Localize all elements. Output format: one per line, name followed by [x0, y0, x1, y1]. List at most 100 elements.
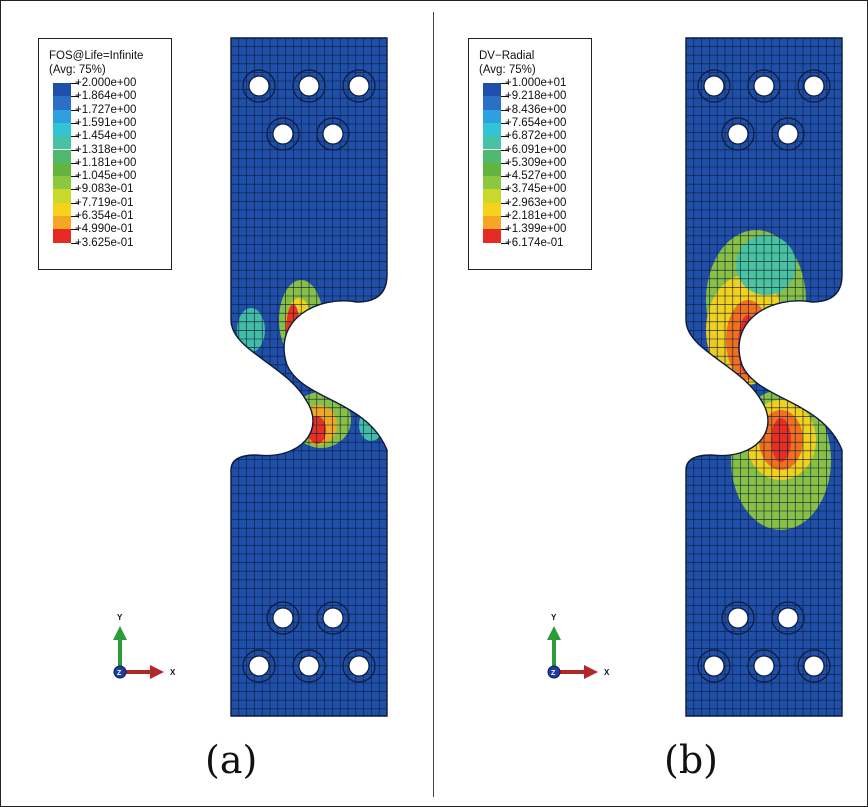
legend-tick-label: +9.083e-01	[75, 183, 134, 196]
legend-swatch	[53, 136, 71, 150]
legend-b: DV−Radial (Avg: 75%) +1.000e+01+9.218e+0…	[468, 38, 592, 270]
hole-ring	[266, 117, 300, 151]
mesh-body	[686, 38, 842, 716]
legend-tick-label: +1.864e+00	[75, 90, 137, 103]
legend-tick	[71, 136, 79, 138]
hole-ring	[771, 601, 805, 635]
legend-tick-label: +1.727e+00	[75, 103, 137, 116]
legend-tick	[501, 162, 509, 164]
legend-tick-label: +6.091e+00	[505, 143, 567, 156]
bolt-hole	[322, 607, 344, 629]
legend-tick	[501, 83, 509, 84]
mesh-plot-b	[685, 37, 843, 717]
legend-tick	[501, 242, 509, 244]
legend-tick	[501, 96, 509, 98]
legend-a-subtitle: (Avg: 75%)	[49, 64, 106, 76]
legend-tick-label: +5.309e+00	[505, 156, 567, 169]
hole-ring	[697, 649, 731, 683]
legend-swatch	[483, 162, 501, 177]
legend-swatch	[483, 149, 501, 163]
hole-ring	[242, 69, 276, 103]
legend-tick-label: +1.000e+01	[505, 77, 567, 89]
hole-ring	[292, 69, 326, 103]
z-axis-label: Z	[117, 670, 122, 677]
legend-tick	[71, 109, 79, 111]
legend-a: FOS@Life=Infinite (Avg: 75%) +2.000e+00+…	[38, 38, 172, 270]
legend-tick	[71, 122, 79, 124]
y-axis-label: Y	[117, 613, 123, 622]
legend-swatch	[483, 122, 501, 137]
legend-tick-label: +2.000e+00	[75, 77, 137, 89]
legend-tick-label: +8.436e+00	[505, 103, 567, 116]
x-axis-label: X	[604, 668, 610, 677]
hole-ring	[747, 649, 781, 683]
bolt-hole	[298, 75, 320, 97]
legend-tick-label: +1.181e+00	[75, 156, 137, 169]
bolt-hole	[322, 123, 344, 145]
mesh-outline	[230, 37, 388, 717]
legend-tick	[71, 189, 79, 191]
stress-contour	[771, 418, 791, 462]
legend-tick	[71, 216, 79, 217]
legend-tick-label: +3.745e+00	[505, 183, 567, 196]
legend-tick-label: +3.625e-01	[75, 236, 134, 249]
legend-tick	[71, 162, 79, 164]
legend-swatch	[53, 229, 71, 243]
bolt-hole	[348, 655, 370, 677]
legend-tick	[501, 109, 509, 111]
hole-ring	[242, 649, 276, 683]
hole-ring	[316, 117, 350, 151]
x-arrow-head	[150, 665, 164, 679]
panel-b: DV−Radial (Avg: 75%) +1.000e+01+9.218e+0…	[434, 0, 867, 805]
bolt-hole	[803, 655, 825, 677]
z-axis-dot	[113, 665, 127, 679]
hole-ring	[797, 69, 831, 103]
legend-swatch	[483, 189, 501, 203]
legend-swatch	[483, 109, 501, 123]
axis-triad-b: YXZ	[547, 613, 610, 679]
legend-swatch	[53, 202, 71, 216]
legend-swatch	[53, 176, 71, 190]
legend-tick	[71, 242, 79, 244]
legend-tick	[71, 149, 79, 151]
legend-swatch	[483, 202, 501, 216]
bolt-hole	[703, 655, 725, 677]
legend-tick-label: +2.181e+00	[505, 210, 567, 222]
bolt-hole	[727, 123, 749, 145]
legend-swatch	[53, 189, 71, 203]
legend-tick	[71, 96, 79, 98]
legend-tick	[71, 83, 79, 84]
bolt-hole	[298, 655, 320, 677]
hole-ring	[697, 69, 731, 103]
hole-ring	[797, 649, 831, 683]
legend-tick	[501, 229, 509, 231]
legend-swatch	[53, 162, 71, 177]
bolt-hole	[753, 655, 775, 677]
legend-swatch	[53, 83, 71, 97]
legend-swatch	[483, 229, 501, 243]
z-axis-dot	[547, 665, 561, 679]
legend-swatch	[53, 149, 71, 163]
legend-swatch	[53, 109, 71, 123]
legend-tick-label: +7.719e-01	[75, 196, 134, 209]
y-arrow-head	[547, 626, 561, 640]
legend-tick-label: +6.354e-01	[75, 210, 134, 222]
legend-tick	[501, 176, 509, 178]
legend-tick-label: +4.990e-01	[75, 223, 134, 236]
legend-swatch	[483, 136, 501, 150]
legend-tick-label: +6.174e-01	[505, 236, 564, 249]
legend-tick-label: +1.454e+00	[75, 130, 137, 143]
legend-tick	[501, 202, 509, 204]
y-axis-label: Y	[551, 613, 557, 622]
legend-a-colorbar: +2.000e+00+1.864e+00+1.727e+00+1.591e+00…	[53, 77, 136, 249]
hole-ring	[342, 69, 376, 103]
hole-ring	[721, 117, 755, 151]
legend-tick	[71, 202, 79, 204]
x-axis-label: X	[170, 668, 176, 677]
legend-tick-label: +9.218e+00	[505, 90, 567, 103]
y-arrow-head	[113, 626, 127, 640]
legend-swatch	[53, 216, 71, 230]
legend-swatch	[483, 176, 501, 190]
bolt-hole	[272, 607, 294, 629]
bolt-hole	[248, 655, 270, 677]
